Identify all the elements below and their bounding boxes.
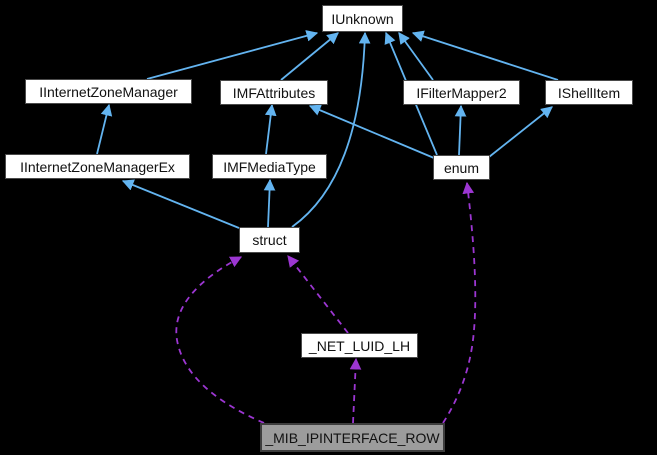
edge-IFilterMapper2-to-IUnknown <box>398 32 434 81</box>
node-IFilterMapper2[interactable]: IFilterMapper2 <box>403 80 520 105</box>
node-IInternetZoneManager[interactable]: IInternetZoneManager <box>25 79 192 104</box>
edge-struct-to-IInternetZoneManagerEx <box>121 179 240 229</box>
node-enum[interactable]: enum <box>433 155 490 180</box>
edge-struct-to-IMFMediaType <box>263 178 276 228</box>
edge-_MIB_IPINTERFACE_ROW-to-enum <box>442 181 477 424</box>
edge-_NET_LUID_LH-to-struct <box>287 255 349 334</box>
node-IUnknown[interactable]: IUnknown <box>322 5 403 32</box>
node-IMFAttributes[interactable]: IMFAttributes <box>220 80 328 105</box>
edge-_MIB_IPINTERFACE_ROW-to-struct <box>175 256 265 424</box>
edge-_MIB_IPINTERFACE_ROW-to-_NET_LUID_LH <box>349 357 362 424</box>
edge-IMFAttributes-to-IUnknown <box>280 32 339 81</box>
node-IMFMediaType[interactable]: IMFMediaType <box>212 154 327 179</box>
edge-IInternetZoneManagerEx-to-IInternetZoneManager <box>96 103 113 155</box>
node-struct[interactable]: struct <box>239 227 300 253</box>
edge-IInternetZoneManager-to-IUnknown <box>146 30 319 80</box>
node-IShellItem[interactable]: IShellItem <box>545 80 633 105</box>
node-IInternetZoneManagerEx[interactable]: IInternetZoneManagerEx <box>5 154 190 179</box>
edge-enum-to-IShellItem <box>488 106 553 158</box>
edge-struct-to-IUnknown <box>291 31 371 228</box>
edge-enum-to-IFilterMapper2 <box>454 104 467 156</box>
edge-IMFMediaType-to-IMFAttributes <box>264 103 277 155</box>
node-_MIB_IPINTERFACE_ROW[interactable]: _MIB_IPINTERFACE_ROW <box>260 423 445 452</box>
edge-IShellItem-to-IUnknown <box>411 30 559 81</box>
edge-enum-to-IMFAttributes <box>308 104 435 159</box>
node-_NET_LUID_LH[interactable]: _NET_LUID_LH <box>301 333 418 358</box>
